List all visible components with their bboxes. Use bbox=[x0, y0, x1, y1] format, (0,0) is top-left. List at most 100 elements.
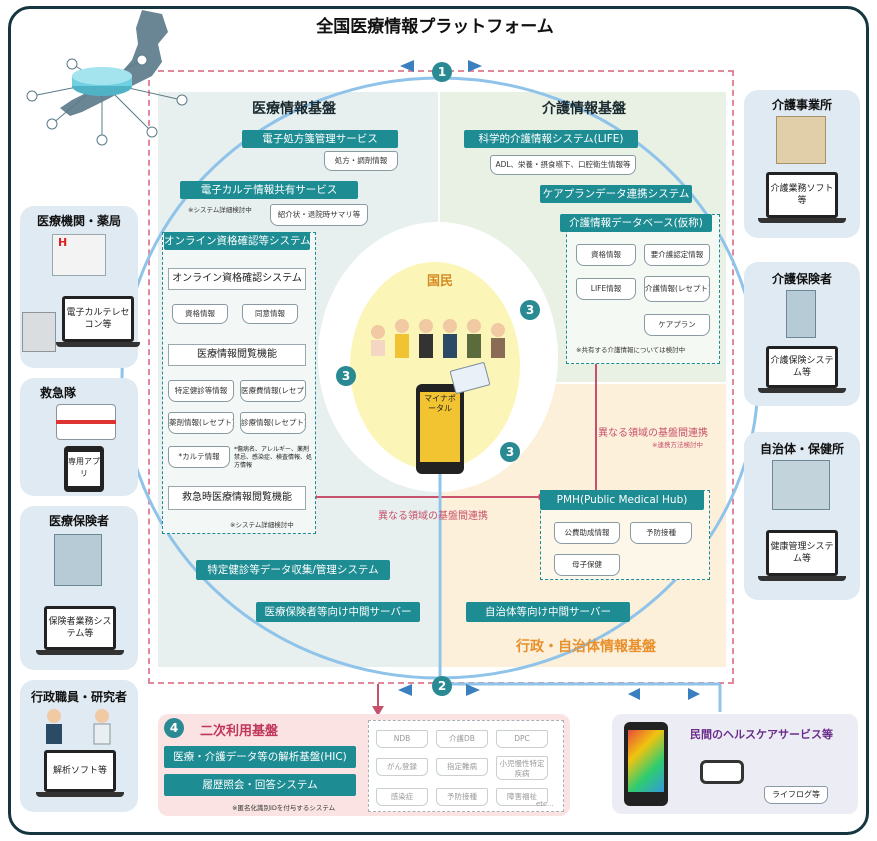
care-office-software[interactable]: 介護業務ソフト等 bbox=[766, 172, 838, 218]
researcher-people-icon bbox=[46, 709, 111, 745]
care-office-building-icon bbox=[776, 116, 826, 164]
hic-system[interactable]: 医療・介護データ等の解析基盤(HIC) bbox=[164, 746, 356, 768]
mynaportal-phone[interactable]: マイナポータル bbox=[416, 384, 464, 474]
db-vaccination: 予防接種 bbox=[436, 788, 488, 806]
secondary-title: 二次利用基盤 bbox=[200, 724, 279, 739]
online-inner-system[interactable]: オンライン資格確認システム bbox=[168, 268, 306, 290]
ambulance-title: 救急隊 bbox=[39, 386, 76, 400]
cross-link-right-note: ※連携方法検討中 bbox=[652, 441, 703, 449]
ring-arrow-top bbox=[400, 60, 414, 72]
browse-item-4: 診療情報(レセプト) bbox=[240, 412, 306, 434]
ambulance-app-label: 専用アプリ bbox=[68, 452, 100, 486]
care-item-5: ケアプラン bbox=[644, 314, 710, 336]
pmh-system[interactable]: PMH(Public Medical Hub) bbox=[540, 490, 704, 510]
smartphone-icon bbox=[624, 722, 668, 806]
marker-3-top-right: 3 bbox=[520, 300, 540, 320]
care-item-1: 資格情報 bbox=[576, 244, 636, 266]
insurer-building-icon bbox=[54, 534, 102, 586]
mynaportal-screen bbox=[420, 392, 460, 462]
pharmacy-counter-icon bbox=[22, 312, 56, 352]
online-qualification-system[interactable]: オンライン資格確認等システム bbox=[164, 232, 310, 250]
citizens-people-icon bbox=[371, 319, 505, 358]
checkup-system[interactable]: 特定健診等データ収集/管理システム bbox=[196, 560, 390, 580]
insurer-server[interactable]: 医療保険者等向け中間サーバー bbox=[256, 602, 420, 622]
secondary-note: ※匿名化識別IDを付与するシステム bbox=[232, 804, 336, 812]
secondary-arrow-head bbox=[372, 706, 384, 716]
care-office-title: 介護事業所 bbox=[771, 98, 832, 112]
ring-arrow-top-right bbox=[468, 60, 482, 72]
db-cancer: がん登録 bbox=[376, 758, 428, 776]
careplan-system[interactable]: ケアプランデータ連携システム bbox=[540, 185, 692, 203]
browse-item-2: 医療費情報(レセプト) bbox=[240, 380, 306, 402]
ring-arrow-bottom bbox=[398, 684, 412, 696]
private-arrow-right bbox=[688, 688, 700, 700]
life-db: ADL、栄養・摂食嚥下、口腔衛生情報等 bbox=[490, 155, 636, 175]
browse-item-5: *カルテ情報 bbox=[168, 446, 230, 468]
ekarte-db: 紹介状・退院時サマリ等 bbox=[270, 204, 368, 226]
emergency-note: ※システム詳細検討中 bbox=[230, 521, 294, 529]
hospital-title: 医療機関・薬局 bbox=[36, 214, 121, 228]
care-database[interactable]: 介護情報データベース(仮称) bbox=[560, 214, 712, 232]
municipality-system[interactable]: 健康管理システム等 bbox=[766, 530, 838, 576]
db-dpc: DPC bbox=[496, 730, 548, 748]
browse-note: *傷病名、アレルギー、薬剤禁忌、感染症、検査情報、処方情報 bbox=[234, 446, 313, 469]
care-insurer-system[interactable]: 介護保険システム等 bbox=[766, 346, 838, 388]
browse-function[interactable]: 医療情報閲覧機能 bbox=[168, 344, 306, 366]
care-title: 介護情報基盤 bbox=[542, 101, 626, 117]
cross-link-right-label: 異なる領域の基盤間連携 bbox=[598, 428, 708, 439]
care-insurer-title: 介護保険者 bbox=[771, 272, 832, 286]
hospital-cross-icon: H bbox=[58, 236, 68, 249]
db-intractable: 指定難病 bbox=[436, 758, 488, 776]
municipality-title: 自治体・保健所 bbox=[759, 442, 844, 456]
municipal-server[interactable]: 自治体等向け中間サーバー bbox=[466, 602, 630, 622]
japan-network-icon bbox=[26, 10, 188, 146]
private-arrow-left bbox=[628, 688, 640, 700]
marker-3-bottom-right: 3 bbox=[500, 442, 520, 462]
care-item-3: LIFE情報 bbox=[576, 278, 636, 300]
emergency-browse[interactable]: 救急時医療情報閲覧機能 bbox=[168, 486, 306, 510]
browse-item-1: 特定健診等情報 bbox=[168, 380, 234, 402]
researcher-software[interactable]: 解析ソフト等 bbox=[44, 750, 116, 792]
marker-3-left: 3 bbox=[336, 366, 356, 386]
ekarte-note: ※システム詳細検討中 bbox=[188, 206, 252, 214]
researcher-laptop-base bbox=[36, 792, 124, 797]
consent-info: 同意情報 bbox=[242, 304, 298, 324]
page-title: 全国医療情報プラットフォーム bbox=[316, 17, 554, 37]
private-title: 民間のヘルスケアサービス等 bbox=[690, 728, 833, 741]
citizens-label: 国民 bbox=[426, 274, 453, 289]
hospital-system[interactable]: 電子カルテレセコン等 bbox=[62, 296, 134, 342]
insurer-system[interactable]: 保険者業務システム等 bbox=[44, 606, 116, 650]
db-ndb: NDB bbox=[376, 730, 428, 748]
care-item-4: 介護情報(レセプト) bbox=[644, 276, 710, 302]
care-insurer-laptop-base bbox=[758, 388, 846, 393]
pmh-item-1: 公費助成情報 bbox=[554, 522, 620, 544]
care-insurer-building-icon bbox=[786, 290, 816, 338]
medical-title: 医療情報基盤 bbox=[252, 101, 336, 117]
ring-arrow-bottom-right bbox=[466, 684, 480, 696]
browse-item-3: 薬剤情報(レセプト) bbox=[168, 412, 234, 434]
db-infection: 感染症 bbox=[376, 788, 428, 806]
ekarte-service[interactable]: 電子カルテ情報共有サービス bbox=[180, 181, 358, 199]
ambulance-stripe bbox=[56, 420, 116, 424]
insurer-laptop-base bbox=[36, 650, 124, 655]
ambulance-app-phone[interactable]: 専用アプリ bbox=[64, 446, 104, 492]
care-item-2: 要介護認定情報 bbox=[644, 244, 710, 266]
municipality-laptop-base bbox=[758, 576, 846, 581]
db-etc: etc... bbox=[536, 800, 554, 808]
life-system[interactable]: 科学的介護情報システム(LIFE) bbox=[464, 130, 638, 148]
care-office-laptop-base bbox=[758, 218, 846, 223]
hospital-building-icon bbox=[52, 234, 106, 276]
db-kaigo: 介護DB bbox=[436, 730, 488, 748]
marker-2: 2 bbox=[432, 676, 452, 696]
eprescription-service[interactable]: 電子処方箋管理サービス bbox=[242, 130, 398, 148]
eprescription-db: 処方・調剤情報 bbox=[324, 151, 398, 171]
municipality-building-icon bbox=[772, 460, 830, 510]
history-system[interactable]: 履歴照会・回答システム bbox=[164, 774, 356, 796]
care-note: ※共有する介護情報については検討中 bbox=[576, 346, 686, 354]
pmh-item-2: 予防接種 bbox=[630, 522, 692, 544]
mynaportal-label: マイナポータル bbox=[424, 394, 456, 413]
marker-4: 4 bbox=[164, 718, 184, 738]
insurer-title: 医療保険者 bbox=[48, 514, 109, 528]
lifelog-db: ライフログ等 bbox=[764, 786, 828, 804]
pmh-item-3: 母子保健 bbox=[554, 554, 620, 576]
